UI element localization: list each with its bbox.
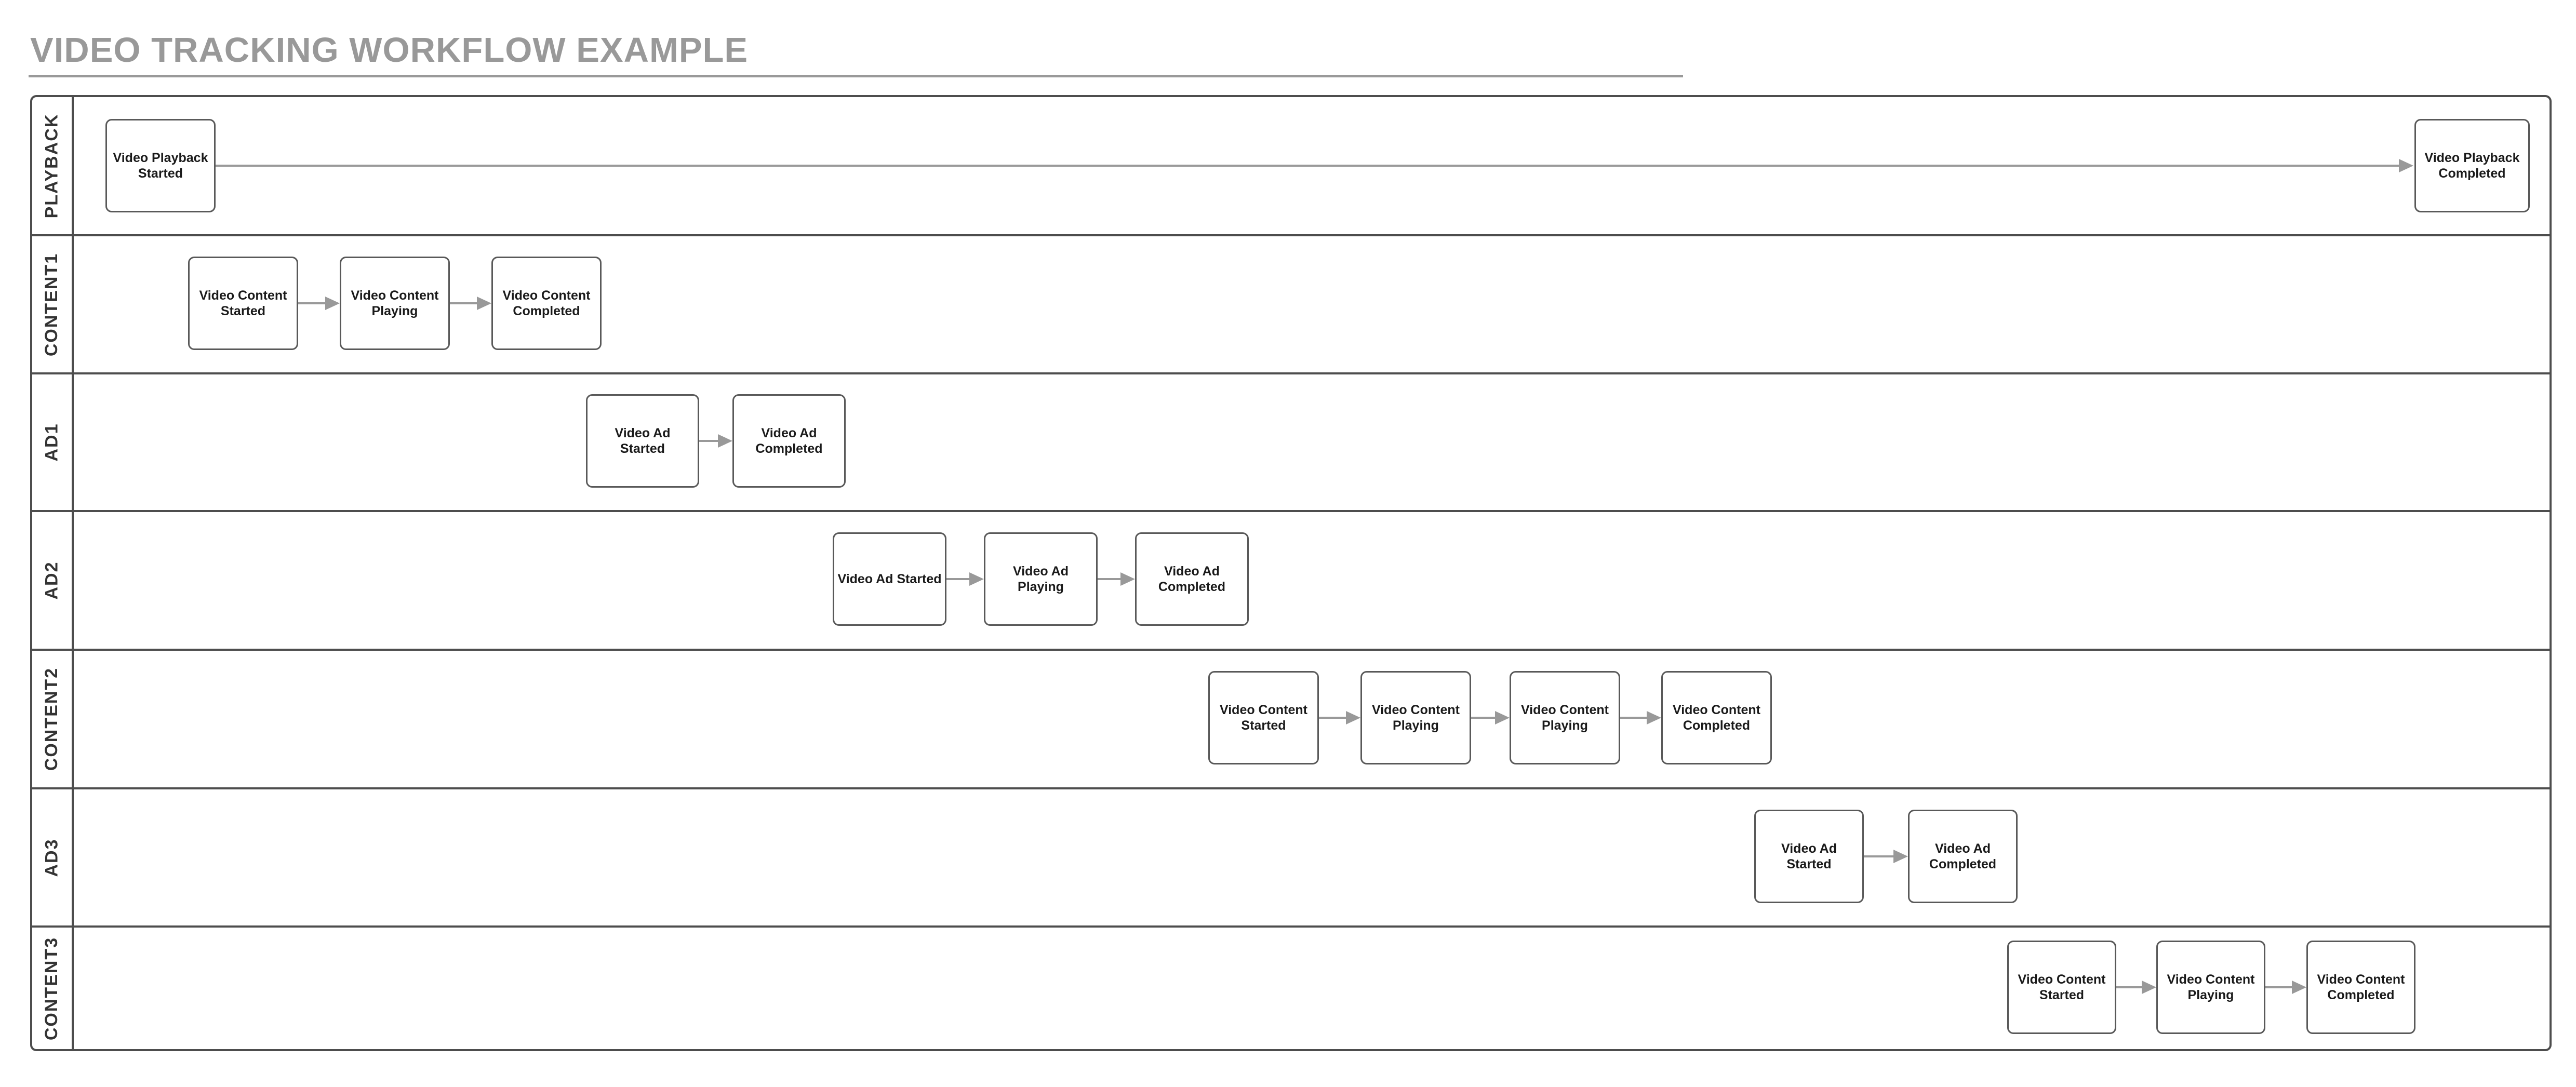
- connector-arrow[interactable]: [2116, 986, 2142, 988]
- node-label: Video Content Playing: [351, 288, 439, 318]
- node-label: Video Ad Started: [615, 426, 671, 456]
- node-label: Video Ad Started: [1781, 841, 1837, 871]
- connector-arrow[interactable]: [1864, 855, 1893, 857]
- node-label: Video Content Playing: [1372, 703, 1460, 733]
- node-video-ad-completed[interactable]: Video Ad Completed: [1135, 532, 1249, 626]
- node-label: Video Content Completed: [2317, 972, 2405, 1002]
- node-label: Video Playback Completed: [2424, 151, 2520, 181]
- lane-label-text: CONTENT2: [42, 667, 62, 771]
- lane-ad3: AD3: [32, 787, 2550, 925]
- lane-playback-label: PLAYBACK: [32, 97, 74, 234]
- lane-ad1-label: AD1: [32, 374, 74, 510]
- node-label: Video Ad Playing: [1013, 564, 1069, 594]
- node-video-content-playing[interactable]: Video Content Playing: [1360, 671, 1471, 764]
- connector-arrow[interactable]: [298, 302, 325, 304]
- node-label: Video Content Started: [2018, 972, 2106, 1002]
- node-video-playback-completed[interactable]: Video Playback Completed: [2414, 119, 2530, 212]
- lane-label-text: AD3: [42, 838, 62, 877]
- node-video-content-completed[interactable]: Video Content Completed: [2306, 941, 2415, 1034]
- node-video-content-playing[interactable]: Video Content Playing: [2156, 941, 2265, 1034]
- lane-ad1: AD1: [32, 372, 2550, 510]
- node-video-ad-started[interactable]: Video Ad Started: [586, 394, 699, 488]
- title-underline: [29, 75, 1683, 77]
- node-video-ad-playing[interactable]: Video Ad Playing: [984, 532, 1098, 626]
- node-label: Video Ad Completed: [755, 426, 823, 456]
- lane-content1-label: CONTENT1: [32, 236, 74, 372]
- node-video-ad-started[interactable]: Video Ad Started: [1754, 810, 1864, 903]
- arrowhead-icon: [477, 297, 491, 310]
- node-video-ad-completed[interactable]: Video Ad Completed: [1908, 810, 2018, 903]
- node-video-content-playing[interactable]: Video Content Playing: [340, 257, 450, 350]
- lane-content2-label: CONTENT2: [32, 651, 74, 787]
- lane-content1: CONTENT1: [32, 234, 2550, 372]
- connector-arrow[interactable]: [450, 302, 477, 304]
- lane-label-text: AD1: [42, 423, 62, 462]
- node-label: Video Playback Started: [113, 151, 208, 181]
- node-label: Video Ad Completed: [1929, 841, 1997, 871]
- node-video-ad-started[interactable]: Video Ad Started: [833, 532, 946, 626]
- node-label: Video Content Started: [199, 288, 287, 318]
- arrowhead-icon: [2142, 981, 2156, 994]
- connector-arrow[interactable]: [1620, 717, 1647, 719]
- arrowhead-icon: [2399, 159, 2413, 172]
- lane-label-text: AD2: [42, 561, 62, 600]
- node-video-playback-started[interactable]: Video Playback Started: [105, 119, 216, 212]
- node-video-content-started[interactable]: Video Content Started: [1208, 671, 1319, 764]
- arrowhead-icon: [718, 434, 732, 448]
- swimlane-pool: PLAYBACK CONTENT1 AD1 AD2 CONTENT2 AD3 C…: [30, 95, 2552, 1051]
- arrowhead-icon: [1346, 711, 1360, 724]
- connector-arrow[interactable]: [946, 578, 969, 580]
- lane-label-text: CONTENT3: [42, 936, 62, 1040]
- lane-label-text: PLAYBACK: [42, 113, 62, 218]
- lane-label-text: CONTENT1: [42, 252, 62, 356]
- arrowhead-icon: [969, 572, 984, 586]
- node-label: Video Content Playing: [1521, 703, 1609, 733]
- lane-content3: CONTENT3: [32, 925, 2550, 1049]
- node-video-ad-completed[interactable]: Video Ad Completed: [732, 394, 846, 488]
- lane-playback: PLAYBACK: [32, 97, 2550, 234]
- node-video-content-playing[interactable]: Video Content Playing: [1510, 671, 1620, 764]
- arrowhead-icon: [2292, 981, 2306, 994]
- lane-ad2-label: AD2: [32, 512, 74, 649]
- node-label: Video Ad Completed: [1158, 564, 1226, 594]
- arrowhead-icon: [325, 297, 340, 310]
- connector-arrow[interactable]: [1471, 717, 1495, 719]
- node-label: Video Content Playing: [2167, 972, 2255, 1002]
- node-label: Video Content Completed: [502, 288, 591, 318]
- arrowhead-icon: [1893, 850, 1908, 863]
- page-title: VIDEO TRACKING WORKFLOW EXAMPLE: [30, 31, 749, 70]
- connector-arrow[interactable]: [2265, 986, 2292, 988]
- arrowhead-icon: [1495, 711, 1510, 724]
- node-video-content-completed[interactable]: Video Content Completed: [491, 257, 602, 350]
- connector-arrow[interactable]: [1098, 578, 1120, 580]
- lane-content3-label: CONTENT3: [32, 928, 74, 1049]
- node-label: Video Content Started: [1220, 703, 1307, 733]
- arrowhead-icon: [1647, 711, 1661, 724]
- node-label: Video Content Completed: [1673, 703, 1760, 733]
- arrowhead-icon: [1120, 572, 1135, 586]
- connector-arrow[interactable]: [216, 165, 2399, 167]
- lane-ad2: AD2: [32, 510, 2550, 649]
- connector-arrow[interactable]: [699, 440, 718, 442]
- node-video-content-started[interactable]: Video Content Started: [188, 257, 298, 350]
- connector-arrow[interactable]: [1319, 717, 1346, 719]
- node-video-content-started[interactable]: Video Content Started: [2007, 941, 2116, 1034]
- lane-content2: CONTENT2: [32, 649, 2550, 787]
- node-video-content-completed[interactable]: Video Content Completed: [1661, 671, 1772, 764]
- node-label: Video Ad Started: [837, 572, 942, 586]
- lane-ad3-label: AD3: [32, 789, 74, 925]
